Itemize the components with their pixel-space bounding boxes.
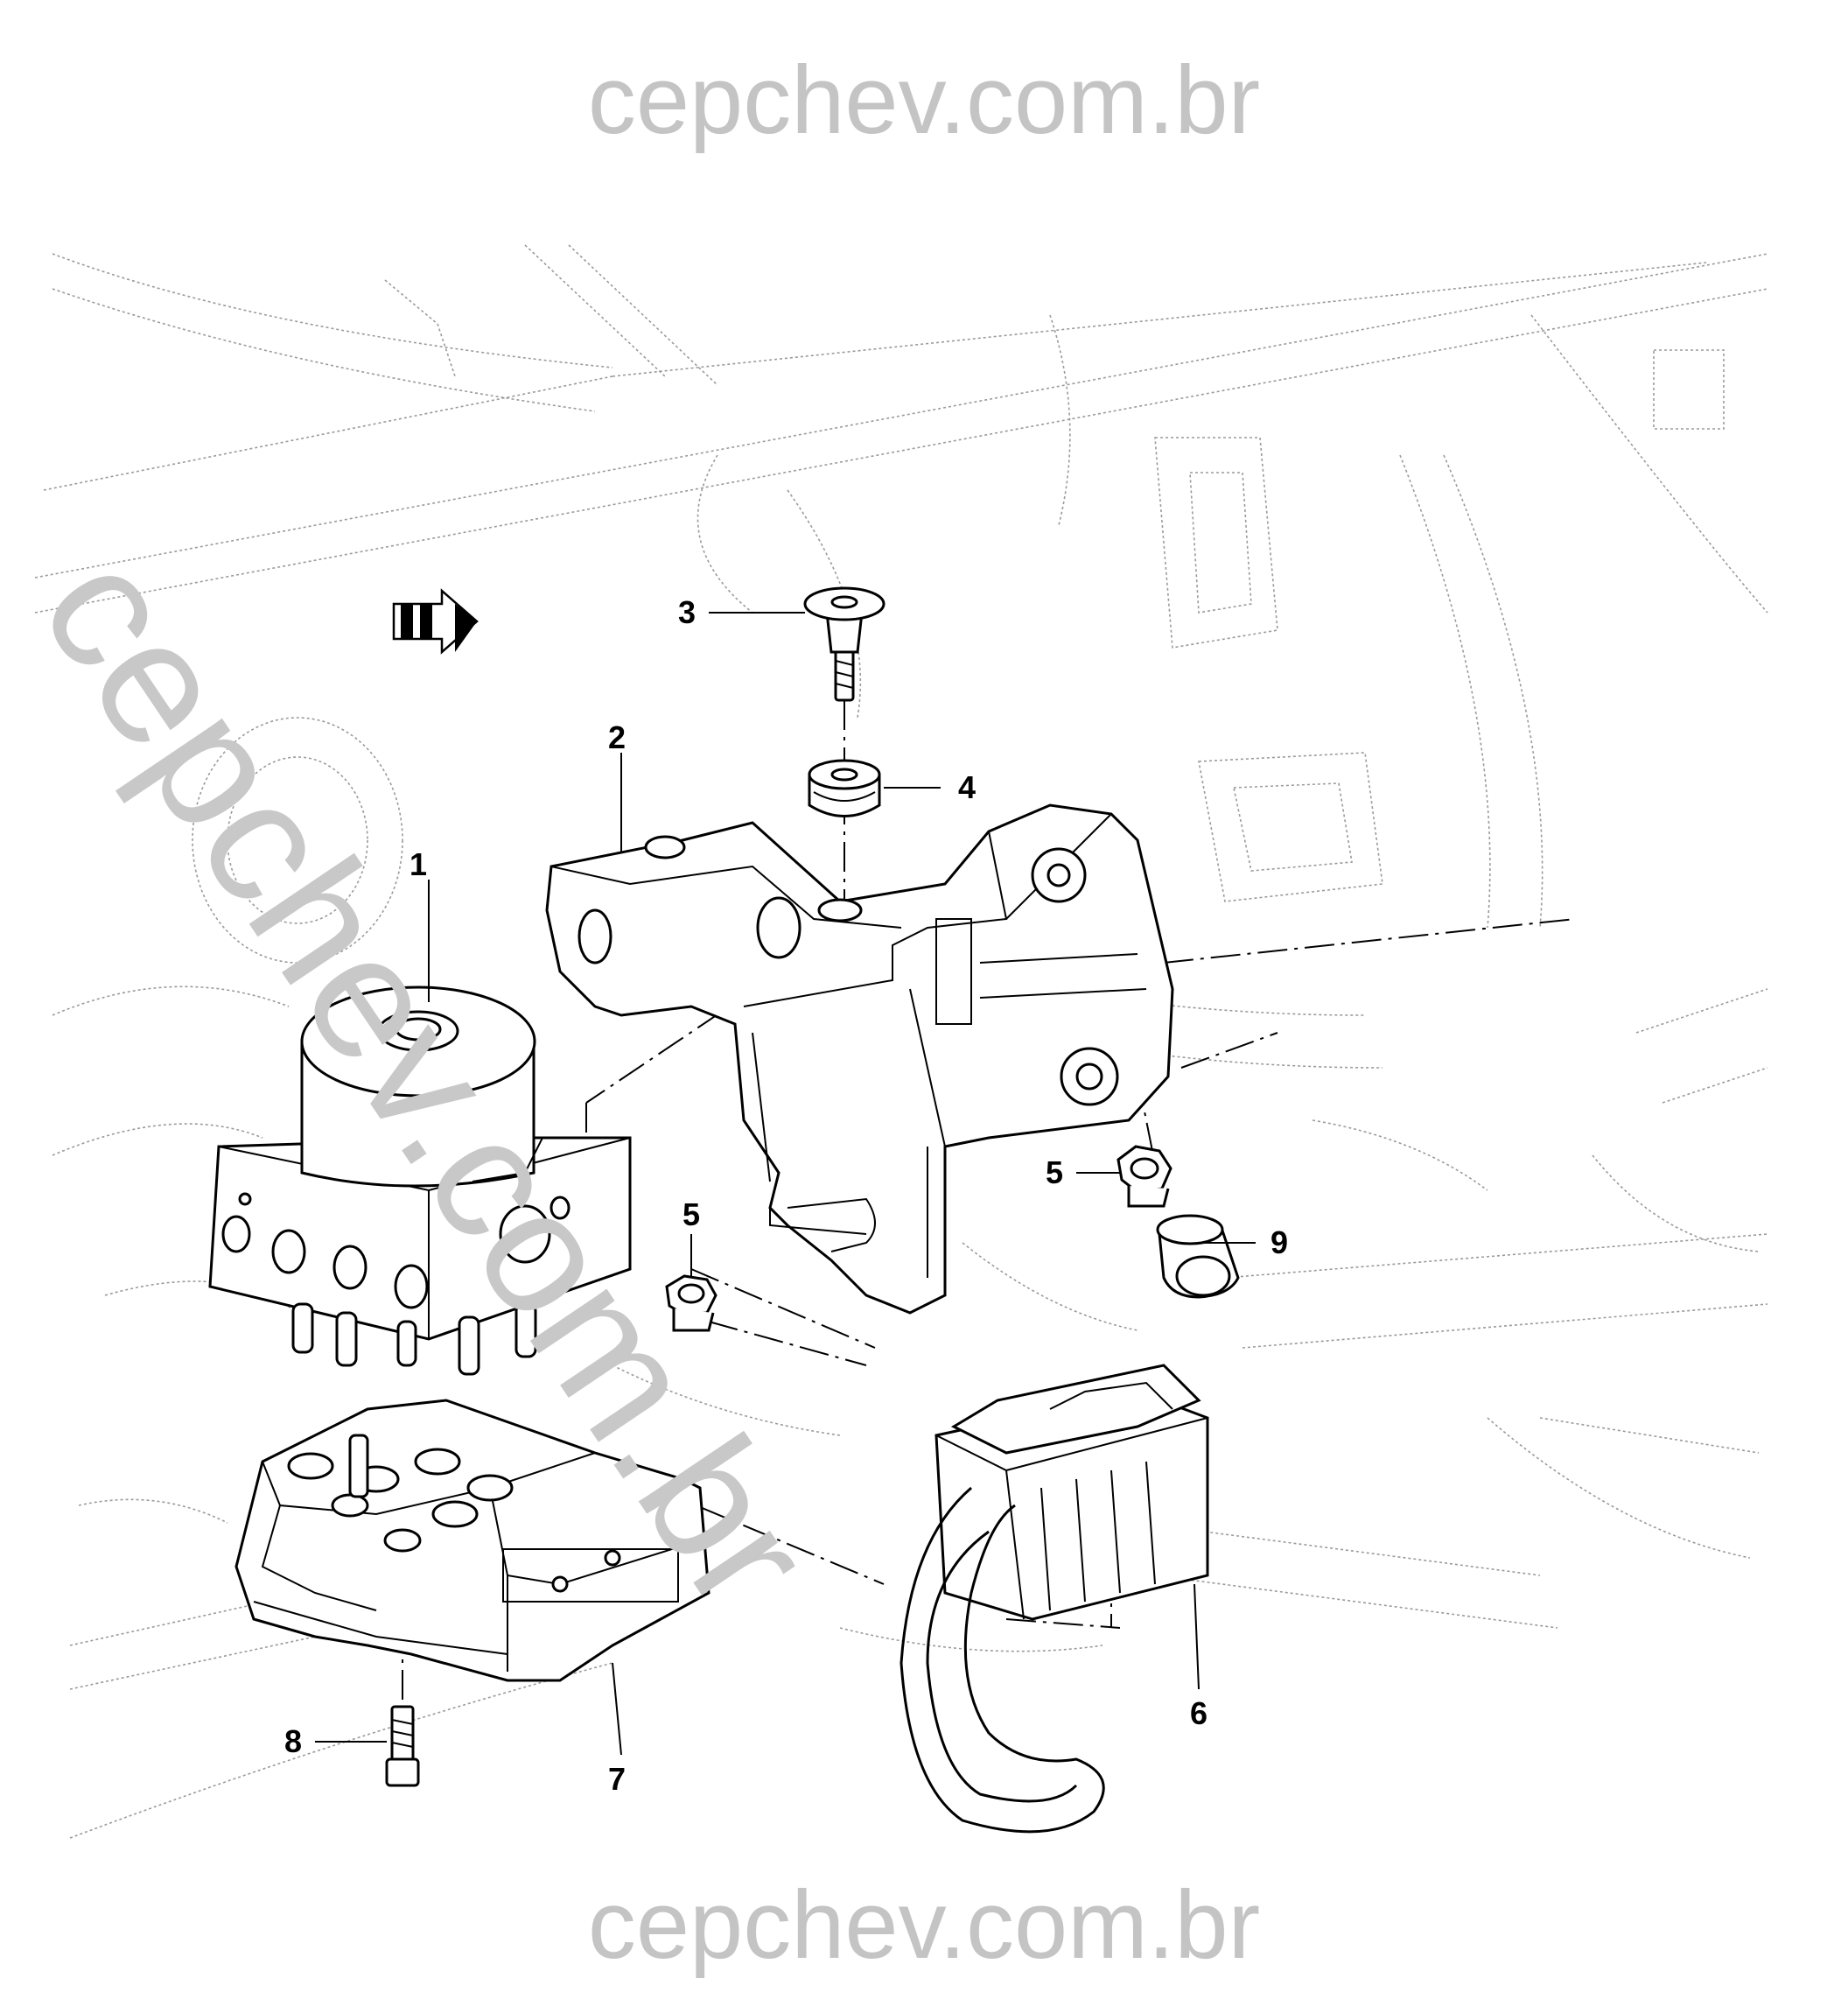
nut-part-5-right — [1116, 1145, 1172, 1208]
bracket-part-2 — [545, 803, 1174, 1315]
callout-6: 6 — [1190, 1695, 1208, 1731]
watermark-bottom: cepchev.com.br — [587, 1871, 1261, 1979]
watermark-top: cepchev.com.br — [587, 46, 1261, 154]
callout-9: 9 — [1270, 1224, 1288, 1260]
callout-7: 7 — [608, 1761, 626, 1797]
cap-part-9 — [1156, 1214, 1240, 1299]
grommet-part-4 — [808, 759, 881, 817]
front-direction-arrow-icon — [392, 588, 479, 655]
callout-5-right: 5 — [1046, 1154, 1063, 1190]
harness-connector-part-6 — [900, 1364, 1209, 1834]
bolt-part-8 — [385, 1705, 420, 1787]
control-module-part-7 — [234, 1399, 710, 1682]
callout-3: 3 — [678, 594, 696, 630]
nut-part-5-left — [665, 1274, 718, 1332]
abs-modulator-part-1 — [208, 985, 632, 1376]
callout-5-left: 5 — [682, 1196, 700, 1232]
callout-4: 4 — [958, 769, 976, 805]
bolt-part-3 — [803, 586, 886, 702]
callout-leader-lines — [315, 612, 1256, 1756]
callout-2: 2 — [608, 719, 626, 755]
callout-1: 1 — [410, 846, 427, 882]
callout-8: 8 — [284, 1723, 302, 1759]
